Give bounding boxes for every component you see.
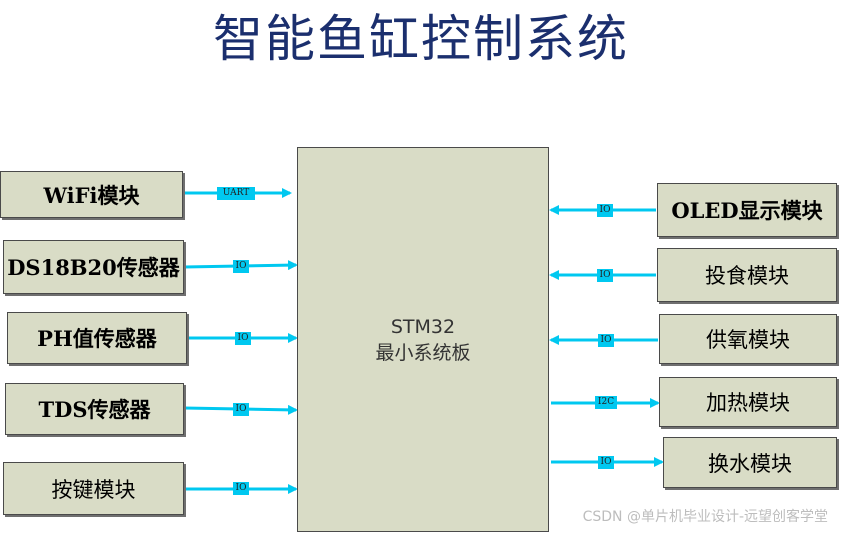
- module-wifi: WiFi模块: [0, 171, 183, 218]
- link-tag-tds: IO: [233, 403, 249, 416]
- link-tag-uart: UART: [217, 187, 255, 200]
- mcu-label-line1: STM32: [390, 315, 456, 338]
- mcu-stm32-box: STM32 最小系统板: [297, 147, 549, 532]
- diagram-title: 智能鱼缸控制系统: [213, 10, 629, 68]
- link-tag-oled: IO: [597, 204, 613, 217]
- mcu-label-line2: 最小系统板: [375, 341, 471, 364]
- module-ds18b20: DS18B20传感器: [3, 240, 184, 294]
- link-tag-oxygen: IO: [598, 334, 614, 347]
- module-feeder: 投食模块: [657, 248, 837, 302]
- link-tag-ds18b20: IO: [233, 260, 249, 273]
- module-water-change: 换水模块: [663, 437, 837, 488]
- module-tds-sensor: TDS传感器: [5, 383, 184, 435]
- watermark-text: CSDN @单片机毕业设计-远望创客学堂: [582, 509, 828, 525]
- module-oled: OLED显示模块: [657, 183, 837, 237]
- link-tag-keys: IO: [233, 482, 249, 495]
- link-tag-water: IO: [598, 456, 614, 469]
- link-tag-ph: IO: [235, 332, 251, 345]
- module-ph-sensor: PH值传感器: [7, 312, 187, 364]
- link-tag-heater: I2C: [595, 396, 617, 409]
- module-heater: 加热模块: [659, 377, 837, 427]
- module-oxygen: 供氧模块: [659, 314, 837, 364]
- link-tag-feeder: IO: [597, 269, 613, 282]
- module-keys: 按键模块: [3, 462, 184, 515]
